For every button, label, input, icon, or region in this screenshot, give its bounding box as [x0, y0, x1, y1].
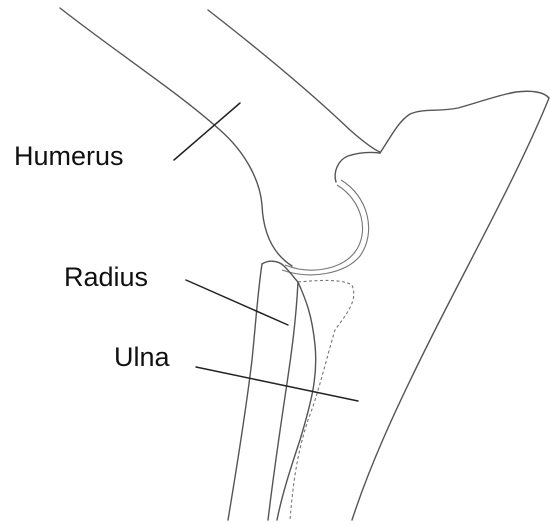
humerus-outline-upper: [208, 10, 380, 152]
radius-shaft-left-edge: [228, 264, 262, 520]
humerus-condyle-notch: [335, 152, 380, 182]
ulna-shaft-left-edge: [277, 282, 316, 520]
radius-leader-line: [186, 280, 288, 325]
humerus-condyle-outer: [282, 180, 369, 275]
ulna-shaft-right-edge: [352, 98, 549, 520]
humerus-label: Humerus: [14, 141, 124, 171]
ulna-leader-line: [196, 367, 358, 401]
humerus-leader-line: [174, 103, 240, 160]
radius-outline: [262, 261, 298, 282]
humerus-condyle-inner: [285, 185, 363, 270]
radius-label: Radius: [64, 262, 148, 292]
ulna-shaft-hidden-edge: [290, 280, 354, 520]
humerus-outline-lower: [60, 8, 292, 266]
ulna-label: Ulna: [114, 342, 171, 372]
ulna-olecranon-outline: [380, 91, 549, 153]
ulna-bone: [277, 91, 549, 520]
